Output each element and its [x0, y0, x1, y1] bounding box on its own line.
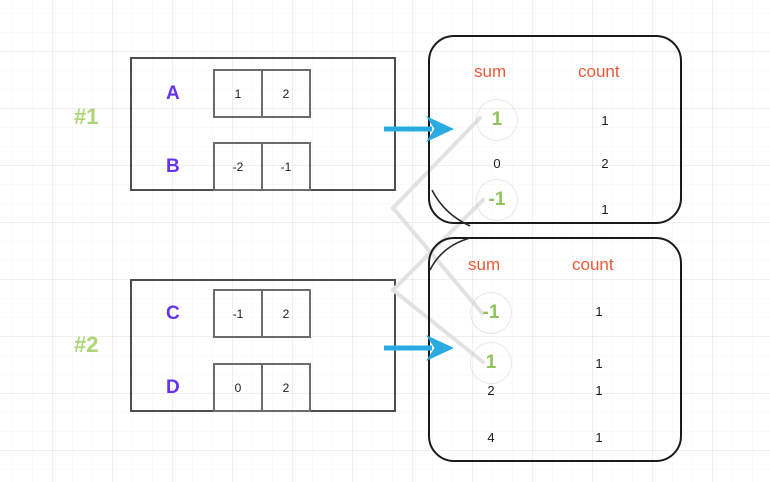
- result-1-row-0-count: 1: [601, 113, 609, 128]
- result-2-row-3-count: 1: [595, 430, 603, 445]
- result-box-2: [428, 237, 682, 462]
- result-2-row-1-sum: 1: [485, 352, 497, 373]
- result-2-header-sum: sum: [468, 255, 501, 274]
- result-1-row-1-count: 2: [601, 156, 609, 171]
- result-1-row-0-sum: 1: [491, 109, 503, 130]
- result-1-row-2-count: 1: [601, 202, 609, 217]
- partition-1-row-label-b: B: [166, 156, 180, 177]
- result-1-row-2-sum: -1: [488, 189, 506, 210]
- step-label-1: #1: [74, 104, 99, 129]
- result-2-row-3-sum: 4: [487, 430, 495, 445]
- result-2-row-0-sum: -1: [482, 302, 500, 323]
- cell-b-1: -1: [261, 142, 311, 191]
- result-2-row-2-count: 1: [595, 383, 603, 398]
- partition-2-row-label-c: C: [166, 303, 180, 324]
- result-1-row-1-sum: 0: [493, 156, 501, 171]
- partition-1-row-a-cells: 1 2: [213, 69, 311, 118]
- partition-1-row-b-cells: -2 -1: [213, 142, 311, 191]
- cell-a-0: 1: [213, 69, 263, 118]
- result-1-header-sum: sum: [474, 62, 507, 81]
- result-1-row-2-highlight-circle: [476, 179, 518, 221]
- cell-a-1: 2: [261, 69, 311, 118]
- result-2-row-1-count: 1: [595, 356, 603, 371]
- cell-d-1: 2: [261, 363, 311, 412]
- result-2-row-0-count: 1: [595, 304, 603, 319]
- cell-b-0: -2: [213, 142, 263, 191]
- result-1-header-count: count: [578, 62, 620, 81]
- result-2-header-count: count: [572, 255, 614, 274]
- result-2-row-0-highlight-circle: [470, 292, 512, 334]
- cell-c-1: 2: [261, 289, 311, 338]
- partition-2-row-label-d: D: [166, 377, 180, 398]
- result-2-row-1-highlight-circle: [470, 342, 512, 384]
- result-box-1: [428, 35, 682, 224]
- partition-2-row-d-cells: 0 2: [213, 363, 311, 412]
- step-label-2: #2: [74, 332, 99, 357]
- partition-1-row-label-a: A: [166, 83, 180, 104]
- result-1-row-0-highlight-circle: [476, 99, 518, 141]
- cell-d-0: 0: [213, 363, 263, 412]
- result-2-row-2-sum: 2: [487, 383, 495, 398]
- partition-2-row-c-cells: -1 2: [213, 289, 311, 338]
- cell-c-0: -1: [213, 289, 263, 338]
